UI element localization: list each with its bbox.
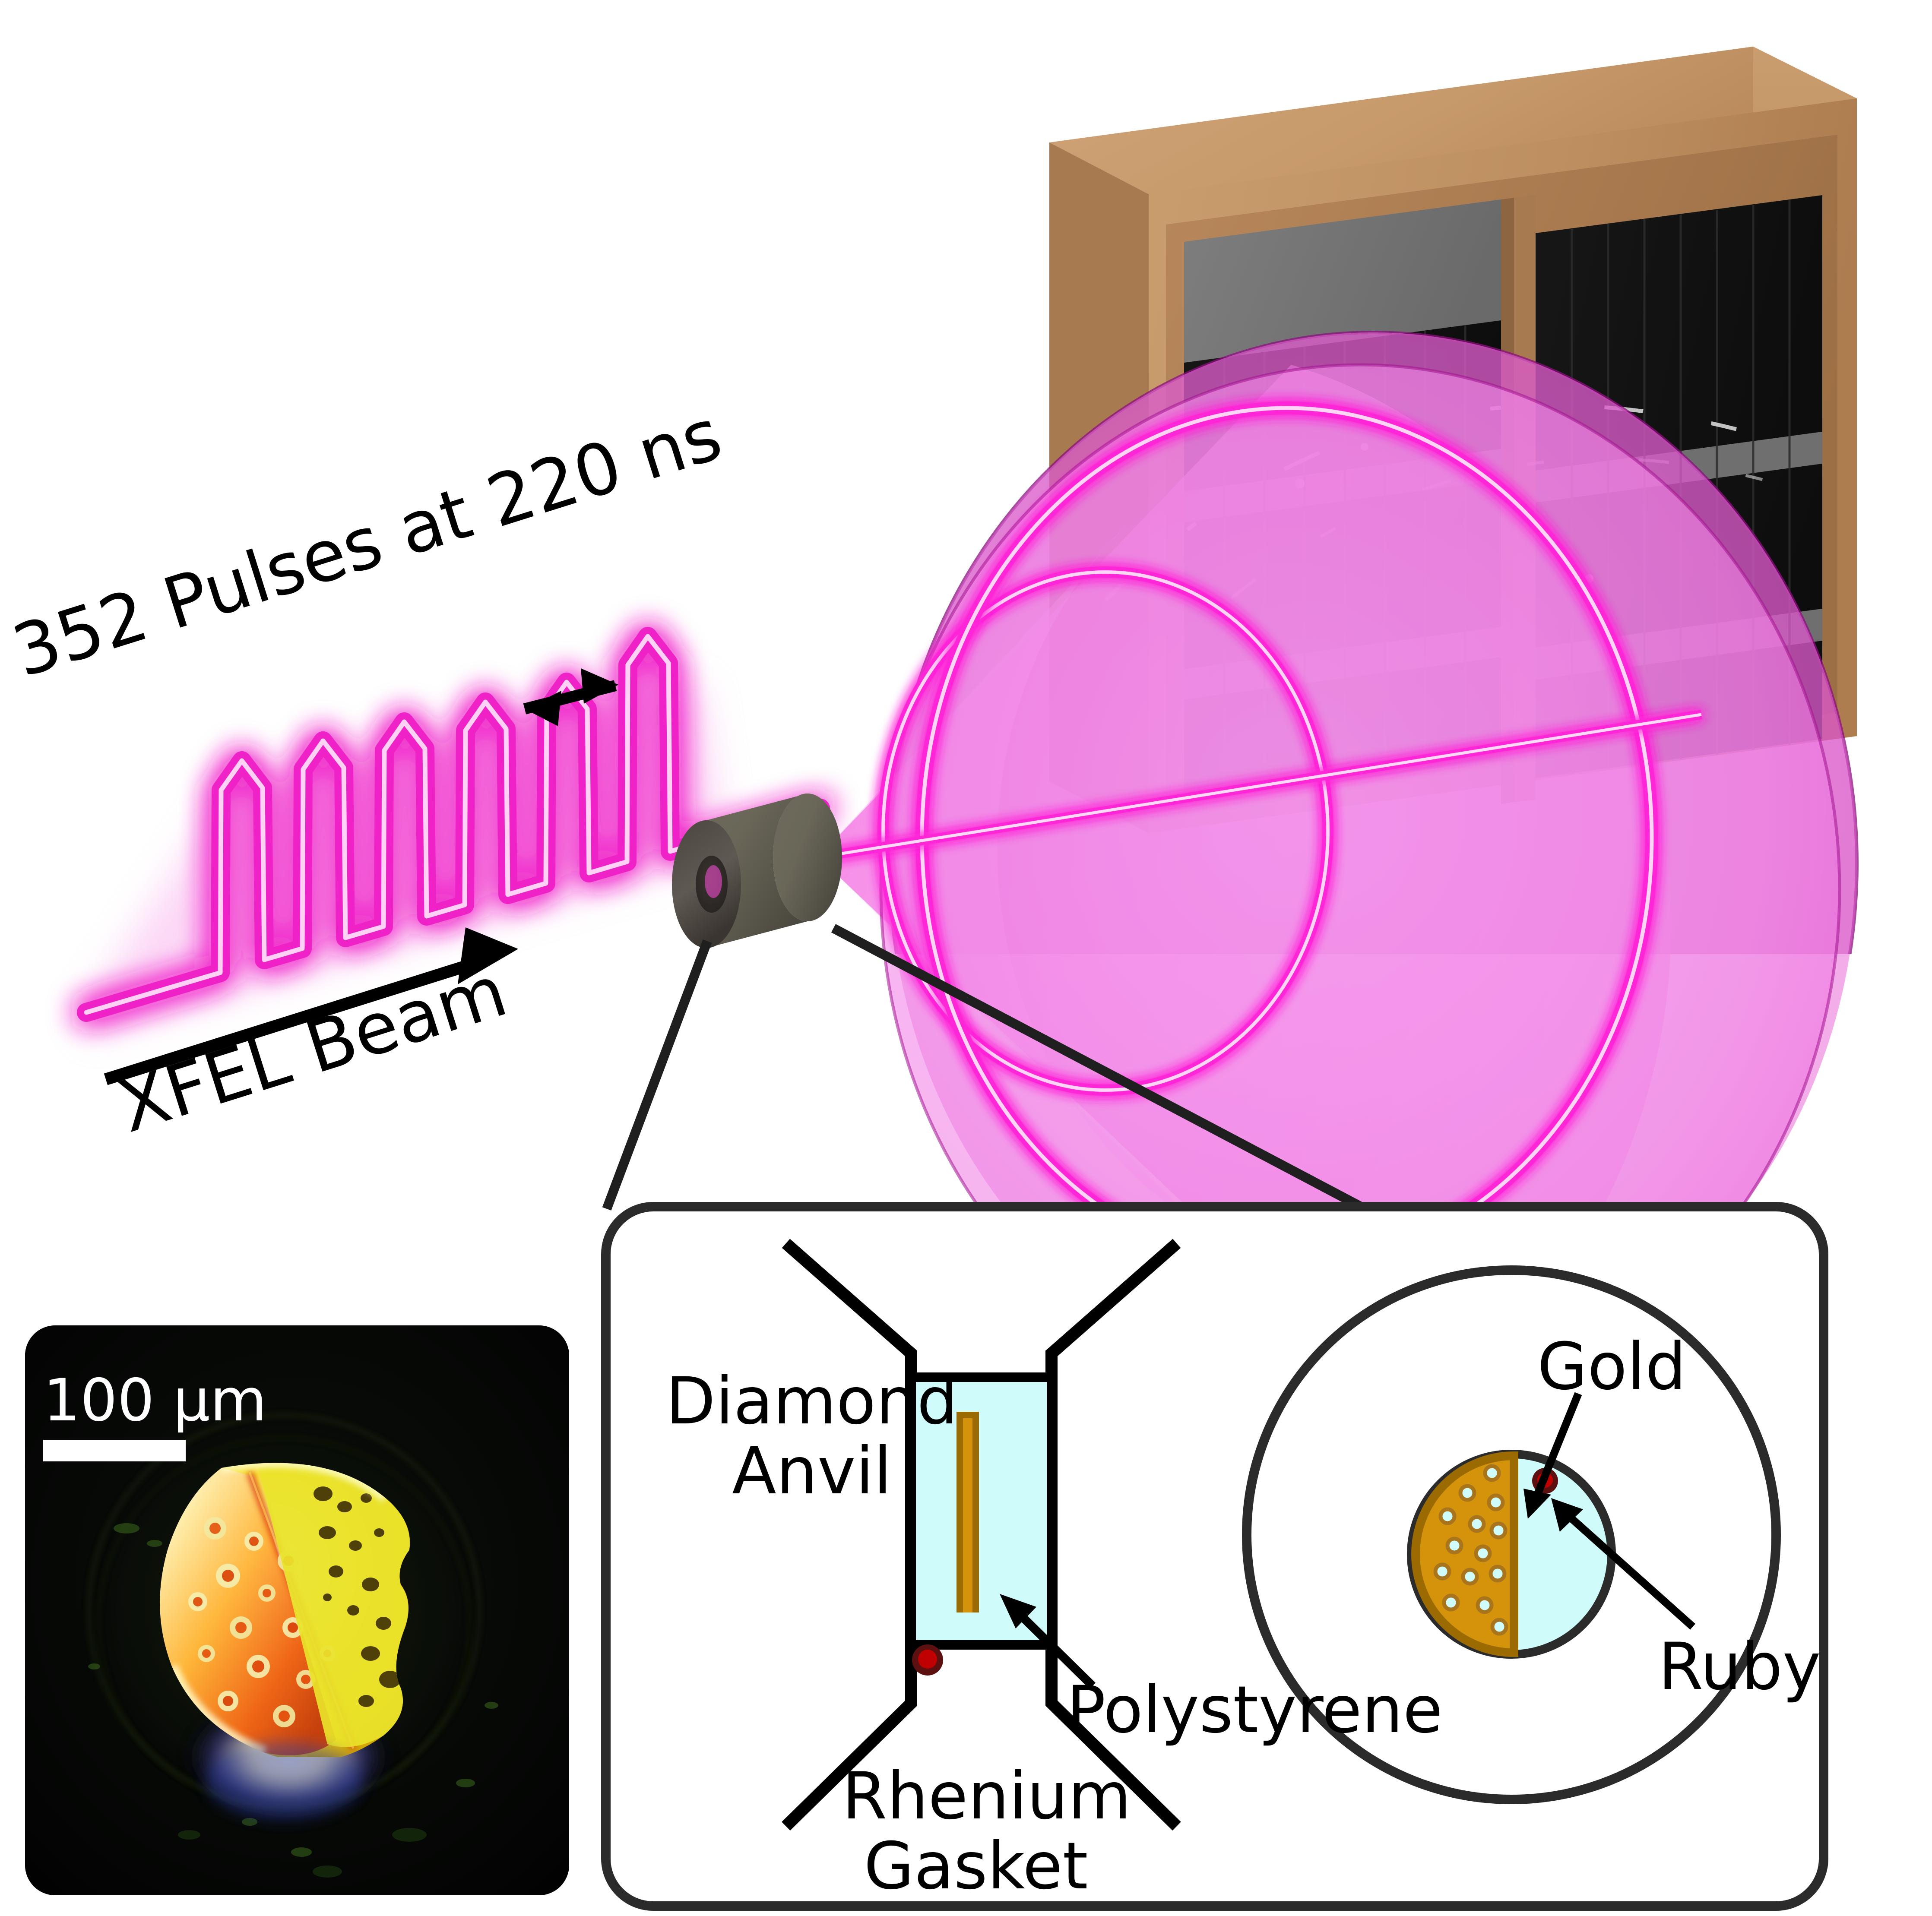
rhenium-gasket-label: Rhenium Gasket [842, 1759, 1131, 1904]
beam-direction-arrow [104, 927, 518, 1085]
pulse-train-haze [82, 656, 725, 1036]
gold-label: Gold [1537, 1329, 1686, 1404]
polystyrene-label: Polystyrene [1067, 1673, 1443, 1748]
sample-dark-specks [314, 1486, 401, 1707]
microscope-image [25, 1325, 569, 1895]
callout-line-left [602, 939, 712, 1211]
background-flecks-dim [178, 1828, 427, 1878]
blue-glow [206, 1742, 362, 1820]
detector-frame-top-bevel [1049, 47, 1857, 194]
gold-foil-highlight [963, 1418, 972, 1612]
gold-leader [1523, 1392, 1582, 1519]
rhenium-gasket-label-line2: Gasket [864, 1829, 1088, 1904]
scalebar-label: 100 µm [43, 1366, 267, 1434]
microscope-svg [25, 1325, 569, 1895]
beam-arrow-head [458, 927, 518, 984]
inset-callout-lines [602, 924, 1376, 1217]
ruby-sphere-side-core [918, 1650, 937, 1669]
diamond-anvil-label: Diamond Anvil [656, 1366, 967, 1506]
scalebar-rule [43, 1440, 186, 1461]
beam-arrow-shaft [104, 956, 481, 1085]
sample-blob [160, 1463, 410, 1758]
pulse-spacing-arrow [523, 668, 618, 726]
cone-axis-core [820, 713, 1702, 859]
cell-bore-beam-glow [705, 865, 722, 898]
dac-cross-section [782, 1239, 1181, 1831]
callout-line-right [831, 924, 1376, 1217]
module-left-header [1184, 199, 1501, 363]
spacing-arrow-head-left [525, 691, 561, 726]
xfel-pulse-train [77, 627, 830, 1036]
debye-ring-inner-core [881, 570, 1330, 1092]
polystyrene-chamber [906, 1372, 1056, 1650]
pulse-train-core [84, 634, 823, 1015]
diamond-anvil-cell [672, 794, 842, 948]
gold-pits [1433, 1464, 1508, 1636]
ruby-leader [1551, 1498, 1695, 1630]
spacing-arrow-head-right [581, 668, 618, 704]
cell-front-face [773, 794, 842, 921]
diamond-anvil-label-line2: Anvil [732, 1434, 892, 1509]
dac-top-view [1242, 1265, 1781, 1804]
polystyrene-leader [1000, 1594, 1096, 1689]
diamond-anvil-label-line1: Diamond [665, 1364, 958, 1439]
background-flecks [88, 1523, 498, 1857]
ruby-label: Ruby [1658, 1629, 1821, 1704]
diffraction-cone [818, 332, 1857, 1420]
rhenium-gasket-label-line1: Rhenium [842, 1759, 1131, 1834]
